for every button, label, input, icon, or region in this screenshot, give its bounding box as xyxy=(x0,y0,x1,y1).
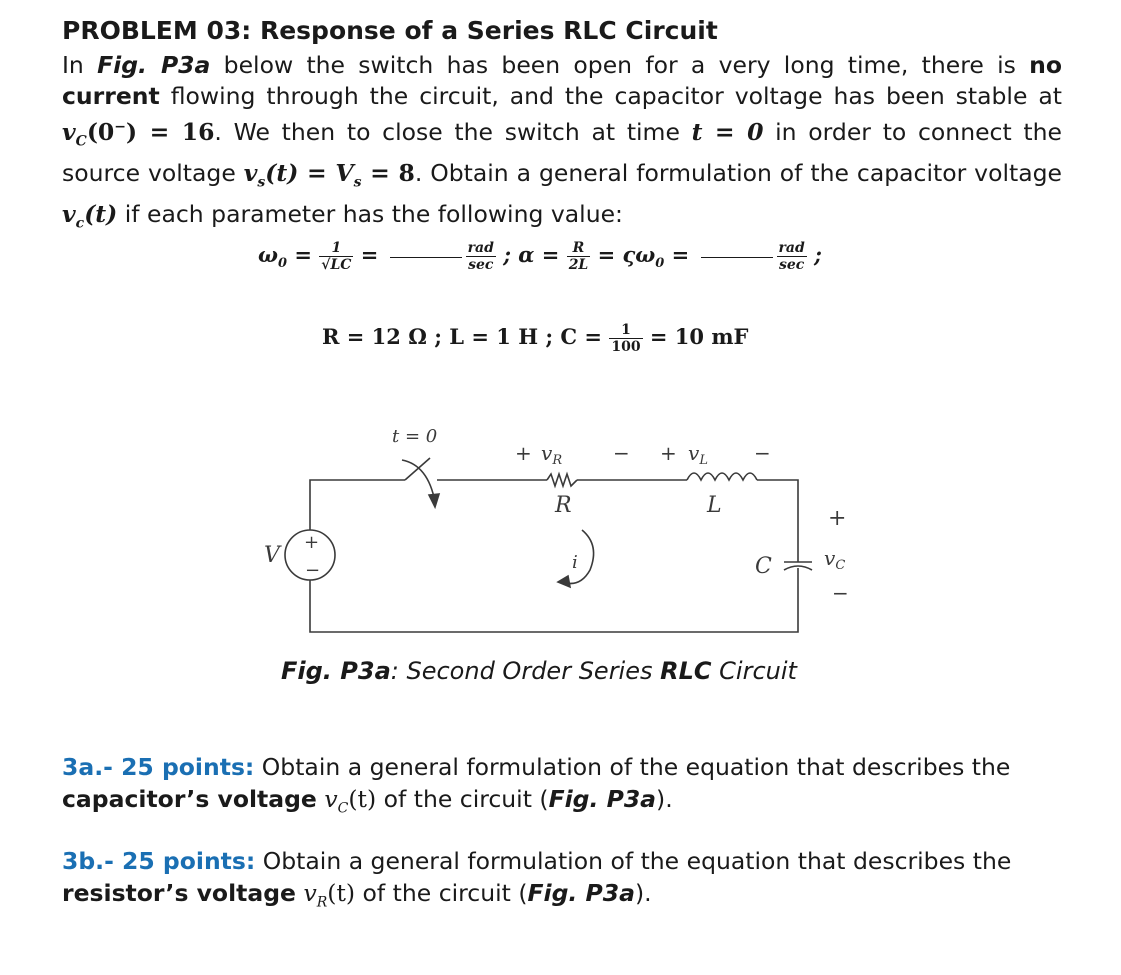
vr-minus: − xyxy=(613,441,630,465)
question-emphasis: resistor’s voltage xyxy=(62,878,296,907)
question-3a: 3a.- 25 points: Obtain a general formula… xyxy=(62,753,1011,817)
caption-text: : Second Order Series xyxy=(390,657,661,685)
answer-blank-omega[interactable] xyxy=(389,255,462,258)
switch-arrowhead xyxy=(427,493,441,510)
vc-plus: + xyxy=(828,506,846,531)
question-fig-ref: Fig. P3a xyxy=(548,784,657,813)
wire-bottom xyxy=(309,580,799,633)
fraction-1-over-sqrt-lc: 1√LC xyxy=(319,240,354,273)
omega0-symbol: ω0 xyxy=(258,242,288,272)
intro-text: . We then to close the switch at time xyxy=(214,118,692,147)
capacitor-plate-bottom xyxy=(783,565,813,571)
param-c-value: = 10 mF xyxy=(642,324,749,349)
capacitor-label: C xyxy=(755,554,772,579)
caption-text: Circuit xyxy=(711,657,797,685)
param-r: R = 12 Ω ; xyxy=(322,324,450,349)
switch-blade xyxy=(404,457,431,481)
vl-minus: − xyxy=(754,441,771,465)
wire-top-right xyxy=(757,479,799,562)
intro-text: flowing through the circuit, and the cap… xyxy=(159,82,1062,111)
initial-capacitor-voltage: vC(0−) = 16 xyxy=(62,118,215,150)
vc-minus: − xyxy=(832,581,849,605)
intro-text: in order to connect the source voltage xyxy=(62,118,1062,188)
voltage-source-circle xyxy=(284,529,336,581)
alpha-symbol: α xyxy=(518,242,535,267)
caption-rlc: RLC xyxy=(660,657,712,685)
switch-time-label: t = 0 xyxy=(392,426,437,447)
vl-label: vL xyxy=(688,441,708,468)
problem-statement: In Fig. P3a below the switch has been op… xyxy=(62,50,1062,240)
emphasis-no: no xyxy=(1029,51,1062,79)
source-label: V xyxy=(264,543,282,568)
vl-plus: + xyxy=(660,441,677,465)
source-minus: − xyxy=(305,560,320,581)
wire-left xyxy=(309,479,405,530)
intro-text: In xyxy=(62,51,98,79)
current-label: i xyxy=(572,552,578,573)
inductor-coil xyxy=(686,472,758,482)
inductor-label: L xyxy=(706,493,722,518)
param-c: C = xyxy=(560,324,610,349)
question-fig-ref: Fig. P3a xyxy=(527,878,635,907)
question-points: 3b.- 25 points: xyxy=(62,847,256,875)
question-emphasis: capacitor’s voltage xyxy=(62,784,317,813)
intro-text: . Obtain a general formulation of the ca… xyxy=(414,159,1062,188)
param-l: L = 1 H ; xyxy=(449,324,561,349)
problem-title: PROBLEM 03: Response of a Series RLC Cir… xyxy=(62,16,718,45)
intro-text: below the switch has been open for a ver… xyxy=(210,51,1030,79)
vc-label: vC xyxy=(824,546,845,573)
intro-text: if each parameter has the following valu… xyxy=(117,200,623,229)
rlc-circuit-diagram: t = 0 + vR − + vL − R L C V i + vC − + − xyxy=(264,426,849,633)
vr-plus: + xyxy=(515,441,532,465)
question-variable: vC(t) xyxy=(324,784,377,817)
vr-label: vR xyxy=(541,441,562,468)
capacitor-voltage-symbol: vc(t) xyxy=(62,200,118,232)
resistor-label: R xyxy=(554,493,572,518)
question-variable: vR(t) xyxy=(303,878,356,911)
answer-blank-alpha[interactable] xyxy=(700,255,773,258)
question-3b: 3b.- 25 points: Obtain a general formula… xyxy=(62,847,1012,911)
figure-reference: Fig. P3a xyxy=(97,51,211,79)
source-voltage: vs(t) = Vs = 8 xyxy=(243,159,415,191)
caption-fig-ref: Fig. P3a xyxy=(281,657,391,685)
resistor-zigzag xyxy=(546,471,578,489)
figure-caption: Fig. P3a: Second Order Series RLC Circui… xyxy=(281,657,797,685)
switch-time: t = 0 xyxy=(691,118,764,147)
current-direction-arrow xyxy=(561,529,595,585)
source-plus: + xyxy=(304,532,319,553)
question-points: 3a.- 25 points: xyxy=(62,753,255,781)
emphasis-current: current xyxy=(62,82,160,111)
